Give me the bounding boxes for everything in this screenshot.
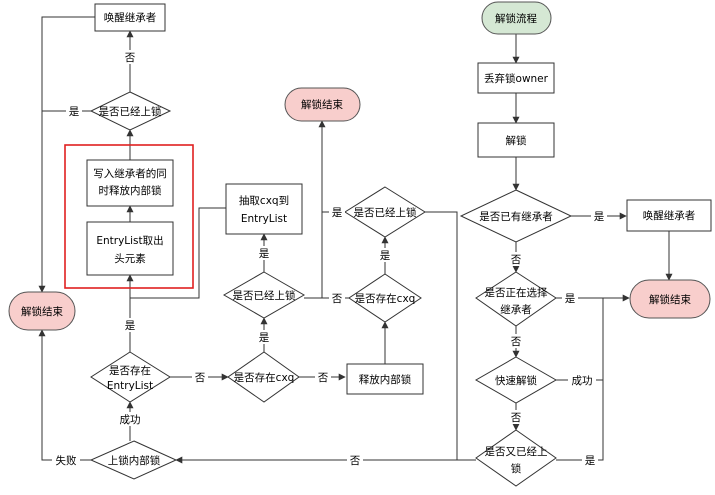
edge-wake-to-done-left xyxy=(38,16,95,293)
has-cxq-1-text: 是否存在cxq xyxy=(234,371,295,384)
has-entrylist-line1: 是否存在 xyxy=(109,364,151,377)
label-success-lockin: 成功 xyxy=(120,414,141,426)
fast-unlock-diamond xyxy=(474,356,558,404)
wake-heir-box-top xyxy=(94,3,166,32)
is-locked-diamond-1 xyxy=(89,91,172,131)
take-head-line2: 头元素 xyxy=(114,252,146,265)
is-locked-diamond-3 xyxy=(344,186,426,238)
label-yes-locked1: 是 xyxy=(69,106,80,118)
has-heir-text: 是否已有继承者 xyxy=(479,210,553,223)
label-yes-relock: 是 xyxy=(585,455,596,467)
unlock-done-mid-terminal xyxy=(284,87,361,122)
relocked-diamond xyxy=(475,429,557,487)
is-locked-2-text: 是否已经上锁 xyxy=(233,289,296,302)
label-no-entrylist: 否 xyxy=(195,372,206,384)
label-success-fast: 成功 xyxy=(572,375,593,387)
drop-owner-box xyxy=(477,62,555,94)
write-heir-line2: 时释放内部锁 xyxy=(99,184,162,197)
label-yes-heir: 是 xyxy=(594,211,605,223)
done-right-text: 解锁结束 xyxy=(649,293,691,306)
has-cxq-diamond-1 xyxy=(227,351,300,403)
wake-heir-box-right xyxy=(626,199,712,232)
label-no-cxq1: 否 xyxy=(318,372,329,384)
relocked-line2: 锁 xyxy=(511,462,522,475)
label-no-choosing: 否 xyxy=(511,336,522,348)
has-entrylist-line2: EntryList xyxy=(107,380,153,392)
wake-heir-top-text: 唤醒继承者 xyxy=(104,11,157,24)
write-heir-box xyxy=(86,159,174,207)
unlock-start-terminal xyxy=(481,1,552,35)
edge-move-to-take xyxy=(130,207,226,299)
relocked-line1: 是否又已经上 xyxy=(485,445,548,458)
lock-inner-text: 上锁内部锁 xyxy=(108,454,161,467)
has-cxq-2-text: 是否存在cxq xyxy=(355,292,416,305)
edge-cxq2-no-up xyxy=(321,212,349,299)
has-cxq-diamond-2 xyxy=(348,273,422,323)
label-yes-locked2: 是 xyxy=(259,248,270,260)
choosing-heir-line1: 是否正在选择 xyxy=(485,286,548,299)
has-entrylist-diamond xyxy=(90,351,171,403)
choosing-heir-line2: 继承者 xyxy=(500,303,532,316)
label-yes-entrylist: 是 xyxy=(125,320,136,332)
choosing-heir-diamond xyxy=(475,271,557,327)
edge-locked3-no-to-lockin xyxy=(175,211,458,464)
edge-fast-success-up xyxy=(556,298,604,381)
take-head-line1: EntryList取出 xyxy=(96,234,163,247)
move-cxq-line2: EntryList xyxy=(241,213,287,225)
has-heir-diamond xyxy=(459,189,573,243)
unlock-box xyxy=(477,122,555,158)
label-yes-locked3: 是 xyxy=(332,207,343,219)
done-left-text: 解锁结束 xyxy=(21,305,63,318)
label-no-cxq2: 否 xyxy=(332,293,343,305)
label-no-relock: 否 xyxy=(350,455,361,467)
highlight-frame xyxy=(64,144,194,289)
unlock-done-left-terminal xyxy=(8,291,76,331)
fast-unlock-text: 快速解锁 xyxy=(495,374,537,387)
move-cxq-line1: 抽取cxq到 xyxy=(239,194,289,207)
edge-lockin-fail-to-done-left xyxy=(38,329,91,461)
drop-owner-text: 丢弃锁owner xyxy=(484,72,549,85)
wake-heir-right-text: 唤醒继承者 xyxy=(643,209,696,222)
label-yes-choosing: 是 xyxy=(565,293,576,305)
label-yes-cxq1: 是 xyxy=(259,332,270,344)
start-text: 解锁流程 xyxy=(495,12,537,25)
lock-inner-diamond xyxy=(89,440,178,480)
edge-locked3-yes-to-done-mid xyxy=(318,120,345,213)
unlock-done-right-terminal xyxy=(629,279,711,319)
write-heir-line1: 写入继承者的同 xyxy=(93,167,167,180)
edge-labels: 否 是 是 成功 失败 否 是 是 否 是 否 是 否 是 否 是 否 xyxy=(52,50,607,467)
move-cxq-box xyxy=(225,183,303,235)
is-locked-3-text: 是否已经上锁 xyxy=(354,206,417,219)
unlock-text: 解锁 xyxy=(506,134,527,147)
edge-relock-yes-up xyxy=(556,380,604,461)
done-mid-text: 解锁结束 xyxy=(301,98,343,111)
label-yes-cxq2: 是 xyxy=(380,250,391,262)
release-text: 释放内部锁 xyxy=(359,373,412,386)
label-no-fast: 否 xyxy=(511,412,522,424)
is-locked-1-text: 是否已经上锁 xyxy=(99,105,162,118)
take-head-box xyxy=(86,221,174,276)
release-inner-lock-box xyxy=(346,363,424,395)
is-locked-diamond-2 xyxy=(222,271,306,319)
label-no-heir: 否 xyxy=(511,254,522,266)
label-fail-lockin: 失败 xyxy=(56,454,77,467)
label-no-locked1: 否 xyxy=(125,52,136,64)
